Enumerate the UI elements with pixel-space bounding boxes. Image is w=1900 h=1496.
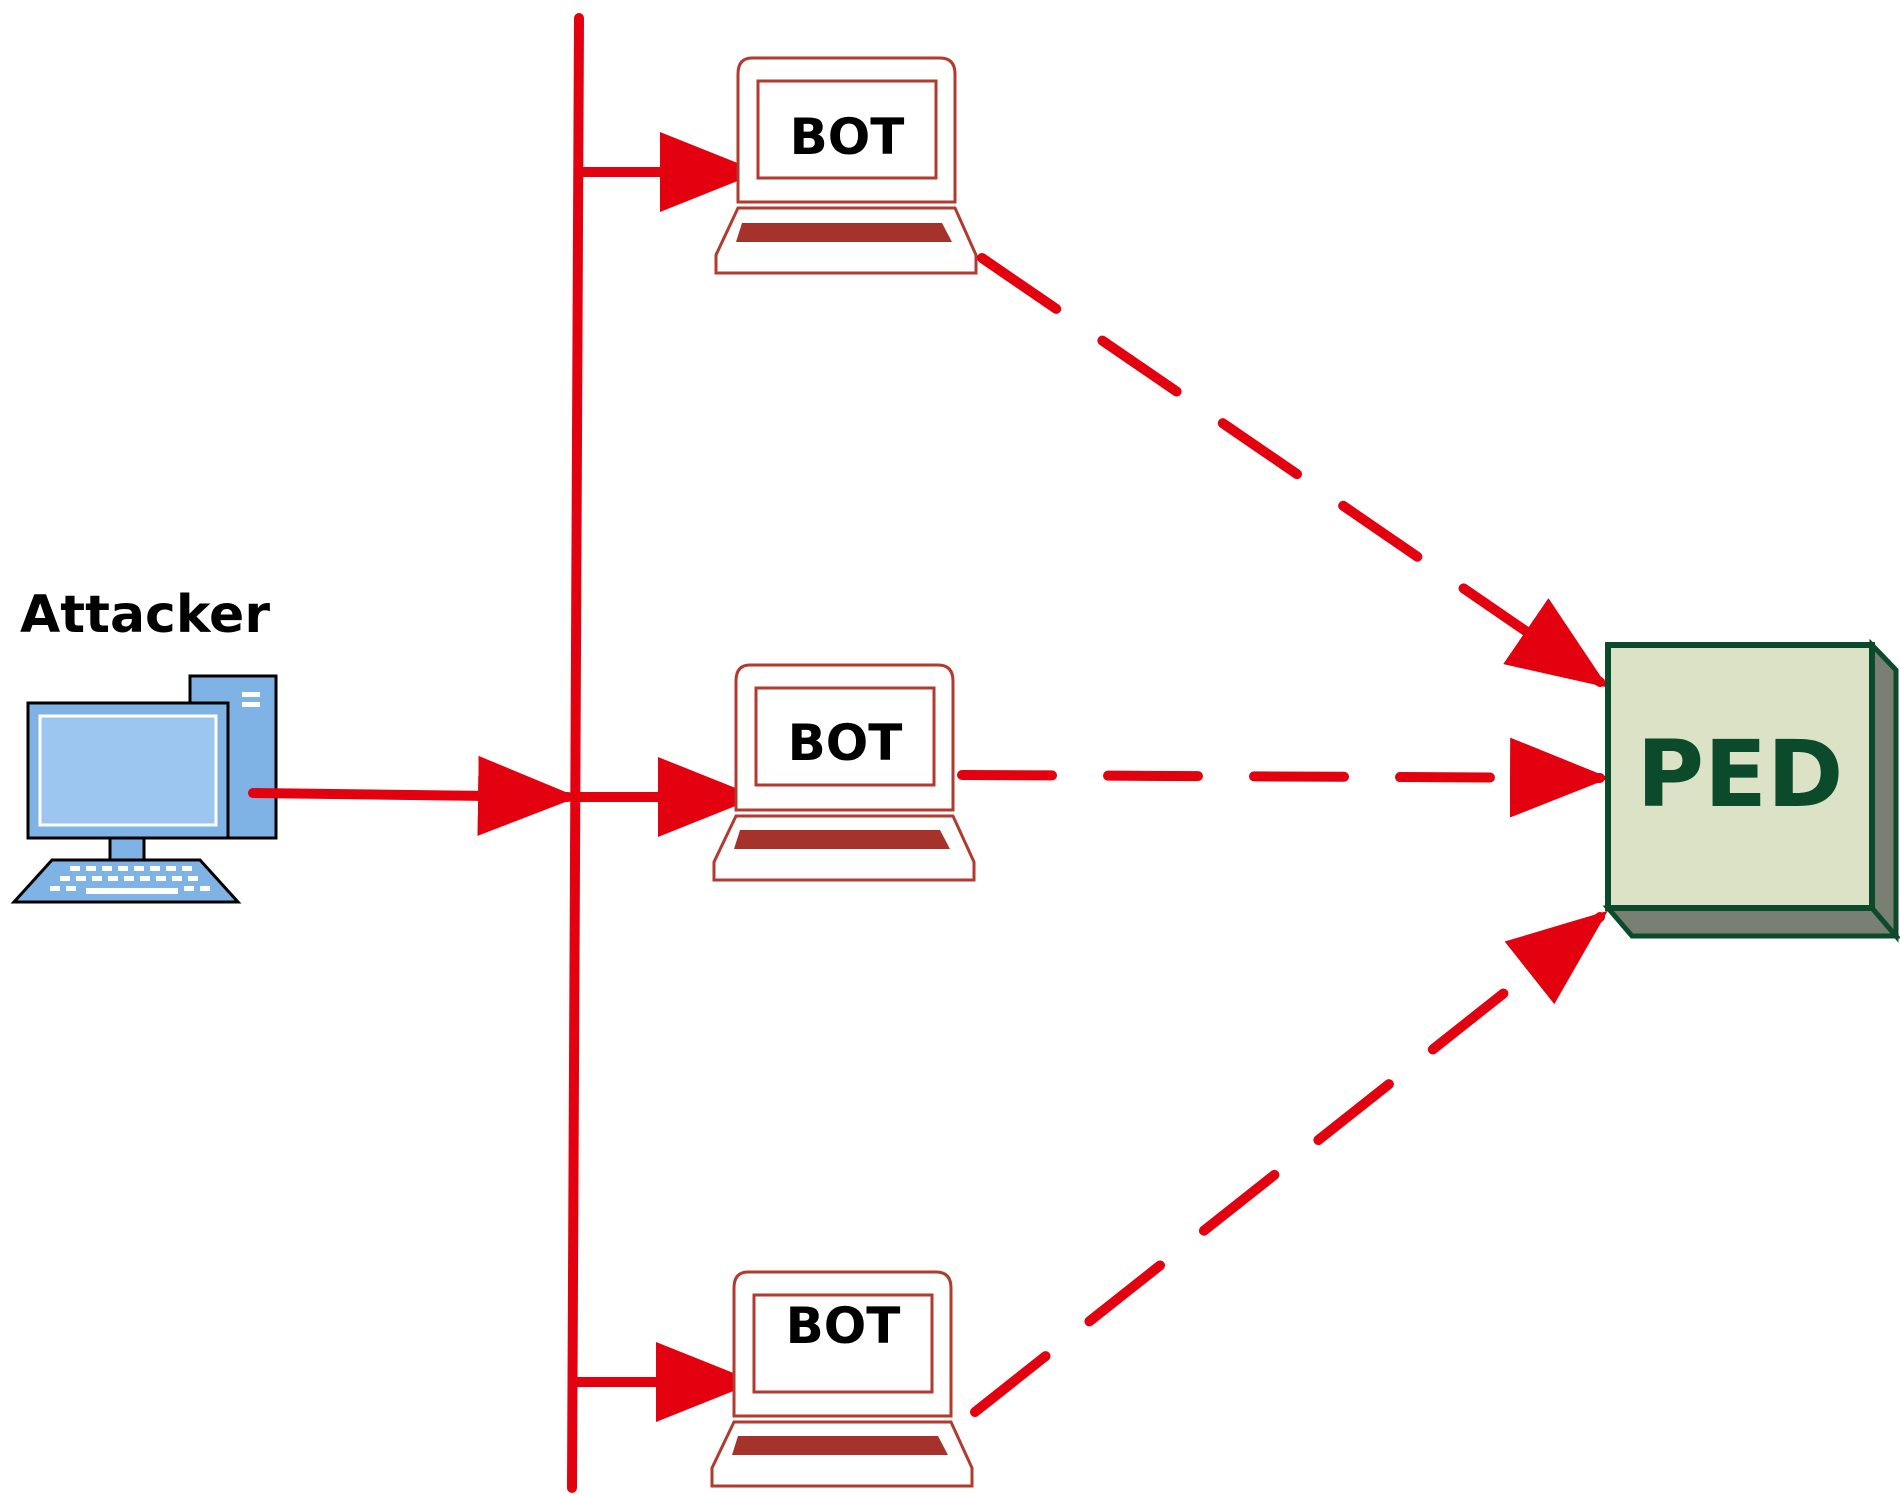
ped-target: PED (1602, 638, 1900, 943)
bot-2-to-ped-arrow (957, 737, 1610, 818)
bot-2-label: BOT (788, 714, 903, 772)
attacker-to-bus-arrow (248, 755, 578, 836)
attack-lines (957, 253, 1610, 1417)
bus-line (567, 13, 584, 1493)
bot-3-label: BOT (786, 1297, 901, 1355)
bot-1: BOT (714, 56, 978, 275)
ped-label: PED (1637, 721, 1844, 828)
bot-1-to-ped-arrow (977, 253, 1609, 688)
ped-face (1605, 642, 1875, 911)
desktop-computer-icon (10, 674, 278, 904)
bot-1-label: BOT (790, 108, 905, 166)
laptop-icon (710, 1270, 974, 1488)
laptop-icon (714, 56, 978, 275)
attacker-computer: Attacker (10, 585, 278, 904)
attacker-label: Attacker (20, 585, 270, 645)
bot-3-to-ped-arrow (970, 910, 1608, 1417)
bot-2: BOT (712, 663, 976, 882)
bot-3: BOT (710, 1270, 974, 1488)
ped-side (1869, 638, 1899, 943)
command-lines (248, 13, 760, 1493)
ped-shadow (1602, 905, 1900, 939)
laptop-icon (712, 663, 976, 882)
